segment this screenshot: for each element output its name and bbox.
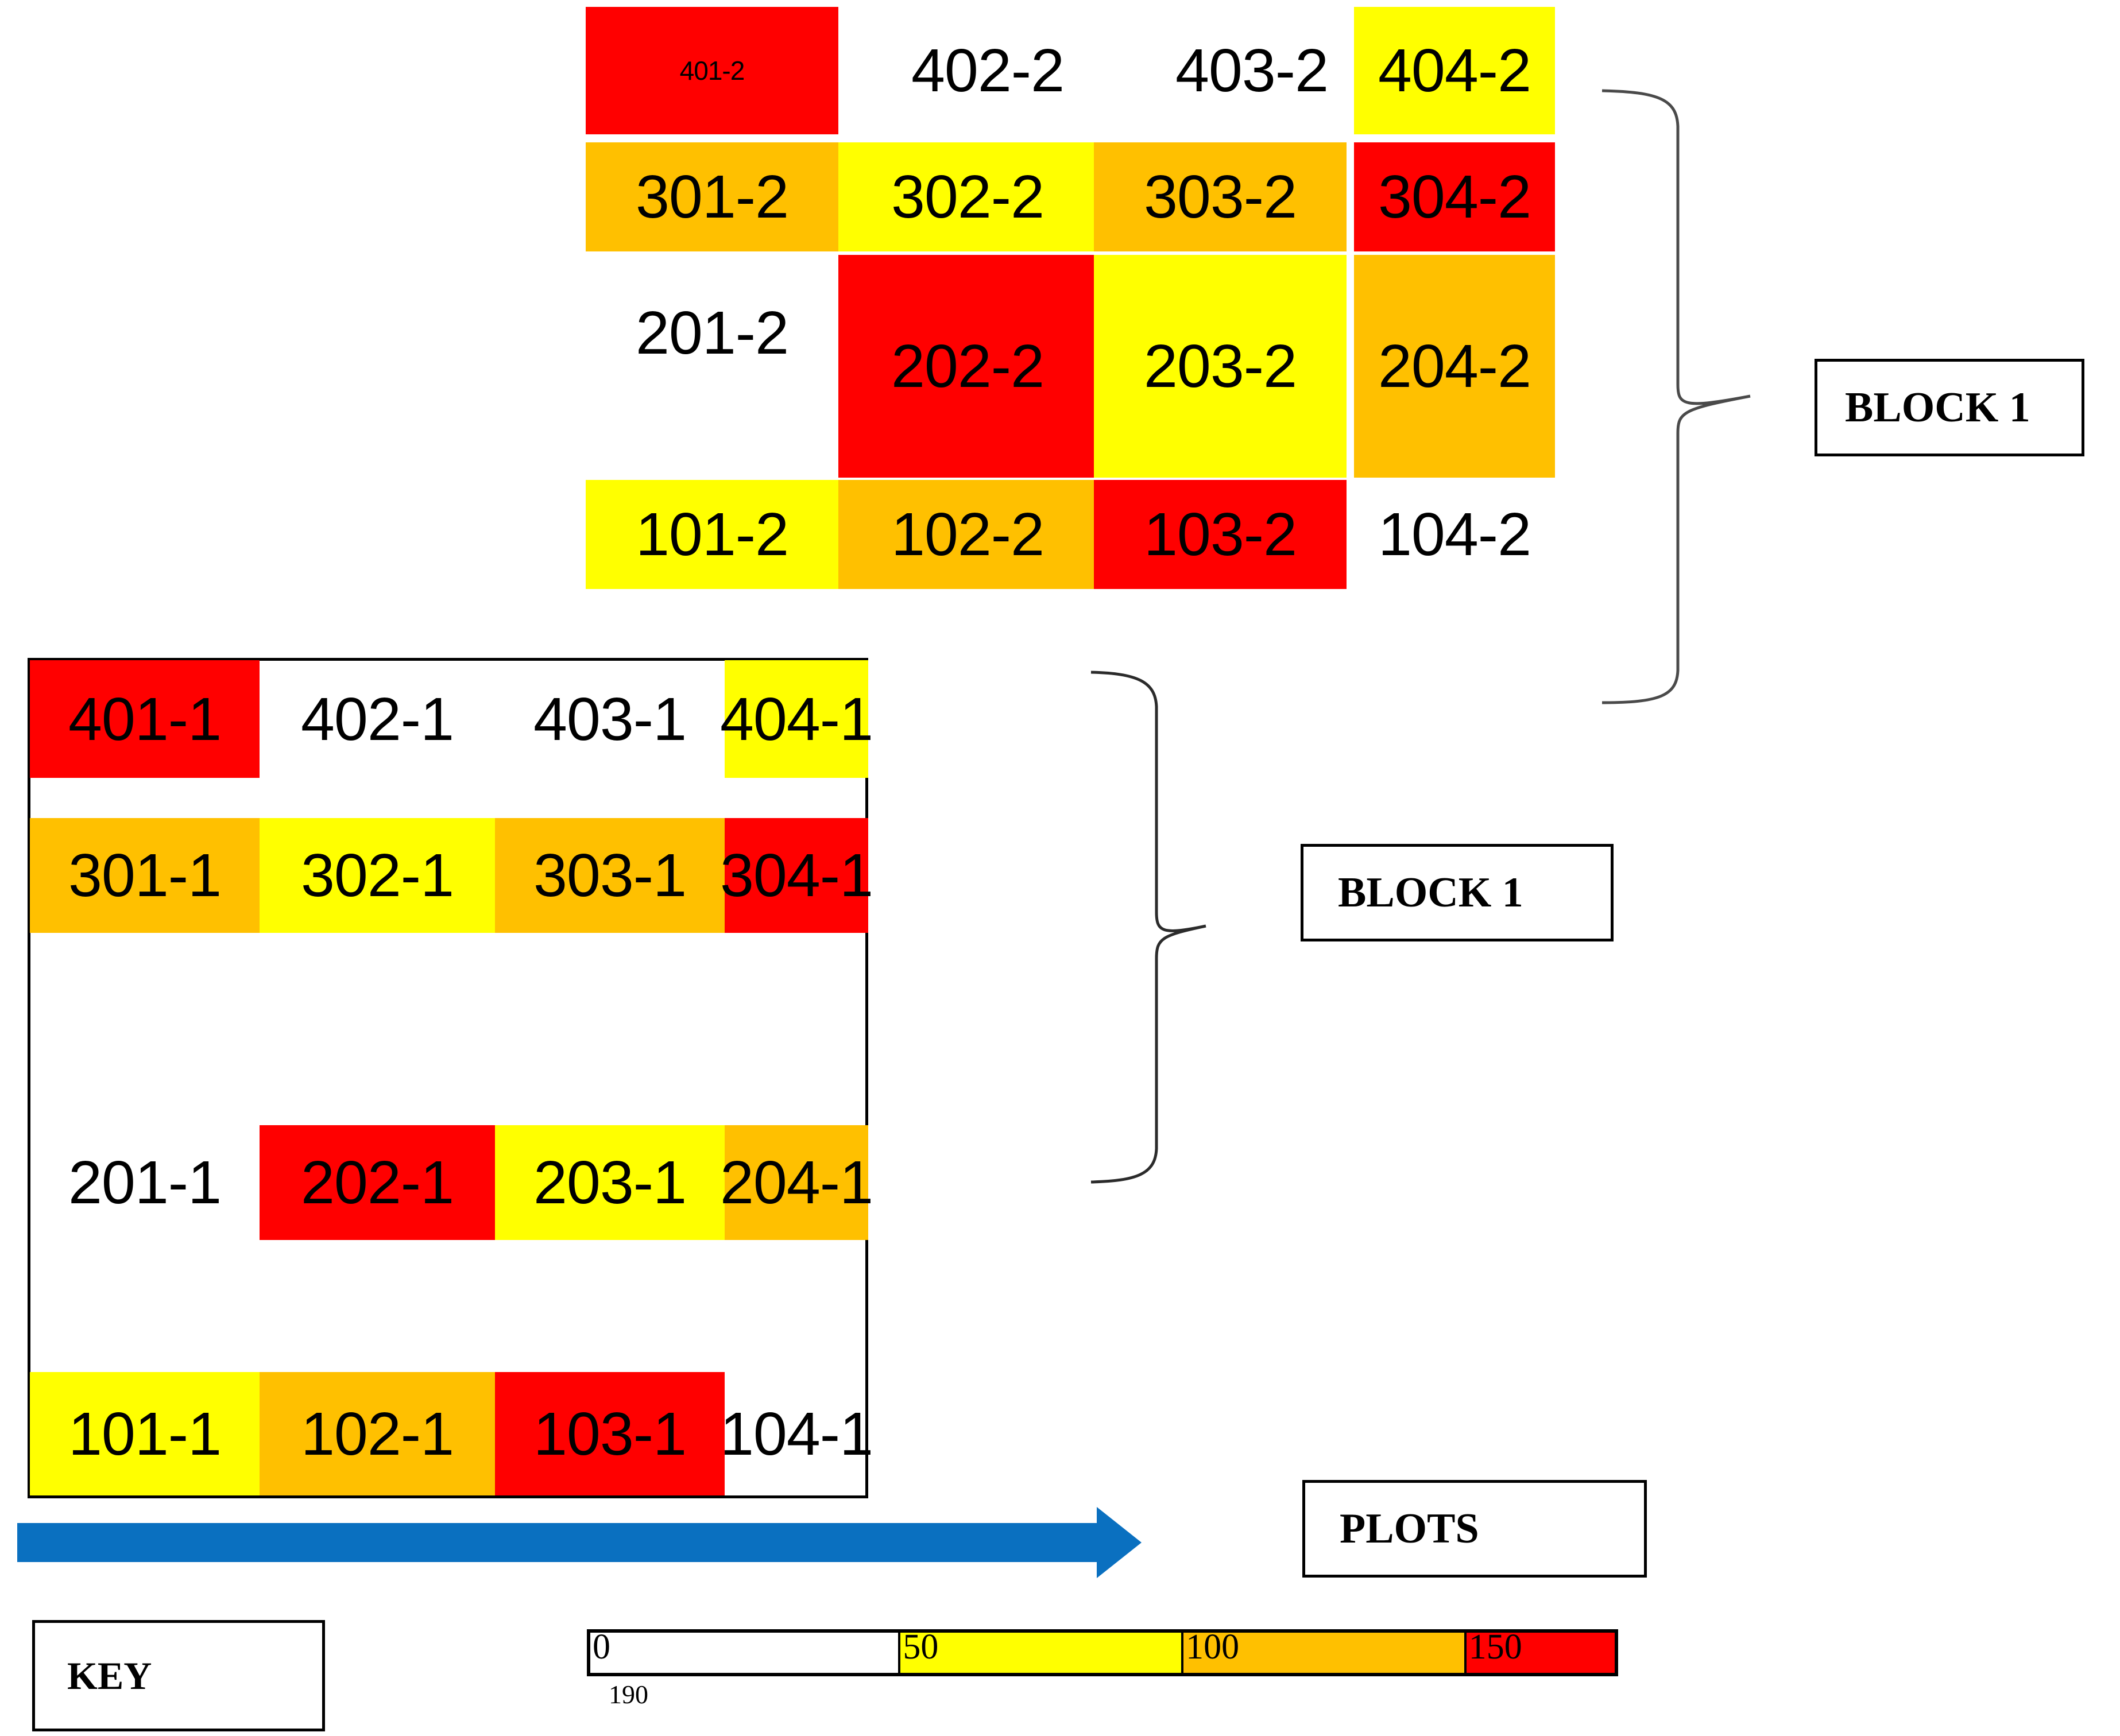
plot-cell-203-2: 203-2	[1094, 255, 1347, 478]
block2-brace	[1596, 86, 1757, 706]
plot-cell-303-2: 303-2	[1094, 142, 1347, 251]
legend-max-value: 190	[609, 1680, 648, 1709]
plot-cell-403-2: 403-2	[1125, 7, 1378, 134]
plot-cell-404-1: 404-1	[720, 660, 873, 778]
plot-cell-102-1: 102-1	[260, 1372, 495, 1495]
plot-cell-label: 402-1	[300, 685, 454, 753]
plot-cell-label: 301-1	[68, 842, 222, 909]
legend-segment-100: 100	[1183, 1629, 1467, 1673]
plot-cell-301-2: 301-2	[586, 142, 838, 251]
plot-cell-303-1: 303-1	[495, 818, 725, 933]
key-label-box: KEY	[32, 1620, 325, 1731]
plot-cell-label: 104-2	[1378, 501, 1531, 568]
plot-cell-label: 404-1	[719, 685, 873, 753]
plot-cell-label: 303-1	[533, 842, 687, 909]
block1-top-label: BLOCK 1	[1845, 383, 2030, 431]
plot-cell-402-2: 402-2	[861, 7, 1114, 134]
plot-cell-label: 303-2	[1143, 163, 1297, 231]
plots-label: PLOTS	[1340, 1505, 1479, 1552]
legend-tick-100: 100	[1186, 1628, 1240, 1667]
plot-cell-label: 104-1	[719, 1400, 873, 1468]
block1-outer-frame	[28, 658, 868, 1498]
plot-cell-301-1: 301-1	[30, 818, 260, 933]
block1-bottom-label-box: BLOCK 1	[1301, 844, 1614, 941]
plot-cell-label: 103-1	[533, 1400, 687, 1468]
plot-cell-label: 404-2	[1378, 37, 1531, 104]
plot-cell-302-2: 302-2	[838, 142, 1097, 251]
plot-cell-label: 204-1	[719, 1149, 873, 1216]
plot-cell-204-1: 204-1	[720, 1125, 873, 1240]
plot-cell-label: 403-1	[533, 685, 687, 753]
plot-cell-label: 301-2	[635, 163, 789, 231]
block1-bottom-label: BLOCK 1	[1338, 869, 1523, 916]
plot-cell-101-1: 101-1	[30, 1372, 260, 1495]
plot-cell-201-2: 201-2	[586, 255, 838, 411]
legend-tick-150: 150	[1468, 1628, 1522, 1667]
plot-cell-label: 302-2	[891, 163, 1044, 231]
plot-cell-label: 101-1	[68, 1400, 222, 1468]
plot-cell-302-1: 302-1	[260, 818, 495, 933]
plot-cell-label: 102-2	[891, 501, 1044, 568]
plot-cell-402-1: 402-1	[260, 660, 495, 778]
plot-cell-202-2: 202-2	[838, 255, 1097, 478]
plot-cell-101-2: 101-2	[586, 480, 838, 589]
plot-cell-401-1: 401-1	[30, 660, 260, 778]
plot-cell-304-2: 304-2	[1354, 142, 1555, 251]
legend-segment-50: 50	[900, 1629, 1184, 1673]
direction-arrow	[17, 1507, 1143, 1579]
plots-label-box: PLOTS	[1302, 1480, 1647, 1578]
plot-cell-label: 102-1	[300, 1400, 454, 1468]
plot-cell-label: 202-1	[300, 1149, 454, 1216]
plot-cell-202-1: 202-1	[260, 1125, 495, 1240]
plot-cell-103-2: 103-2	[1094, 480, 1347, 589]
legend-ramp: 0 50 100 150	[587, 1629, 1618, 1676]
plot-cell-203-1: 203-1	[495, 1125, 725, 1240]
plot-cell-label: 304-1	[719, 842, 873, 909]
plot-cell-label: 101-2	[635, 501, 789, 568]
plot-cell-label: 401-2	[679, 56, 745, 86]
plot-cell-103-1: 103-1	[495, 1372, 725, 1495]
plot-cell-304-1: 304-1	[720, 818, 873, 933]
plot-cell-label: 201-1	[68, 1149, 222, 1216]
key-label: KEY	[67, 1653, 152, 1698]
plot-cell-104-2: 104-2	[1354, 480, 1555, 589]
plot-cell-label: 202-2	[891, 332, 1044, 400]
plot-cell-label: 304-2	[1378, 163, 1531, 231]
plot-cell-204-2: 204-2	[1354, 255, 1555, 478]
plot-cell-label: 302-1	[300, 842, 454, 909]
plot-cell-label: 203-2	[1143, 332, 1297, 400]
block1-brace	[1085, 669, 1235, 1185]
plot-cell-label: 403-2	[1175, 37, 1329, 104]
plot-cell-label: 204-2	[1378, 332, 1531, 400]
legend-tick-50: 50	[903, 1628, 939, 1667]
plot-cell-102-2: 102-2	[838, 480, 1097, 589]
plot-cell-label: 203-1	[533, 1149, 687, 1216]
plot-cell-404-2: 404-2	[1354, 7, 1555, 134]
plot-cell-201-1: 201-1	[30, 1125, 260, 1240]
block1-top-label-box: BLOCK 1	[1815, 359, 2084, 456]
plot-cell-label: 201-2	[635, 299, 789, 367]
legend-segment-150: 150	[1466, 1629, 1615, 1673]
plot-cell-label: 103-2	[1143, 501, 1297, 568]
legend-segment-0: 0	[590, 1629, 901, 1673]
plot-cell-401-2: 401-2	[586, 7, 838, 134]
plot-cell-label: 402-2	[911, 37, 1065, 104]
plot-cell-label: 401-1	[68, 685, 222, 753]
legend-tick-0: 0	[593, 1628, 610, 1667]
plot-cell-104-1: 104-1	[720, 1372, 873, 1495]
plot-cell-403-1: 403-1	[495, 660, 725, 778]
